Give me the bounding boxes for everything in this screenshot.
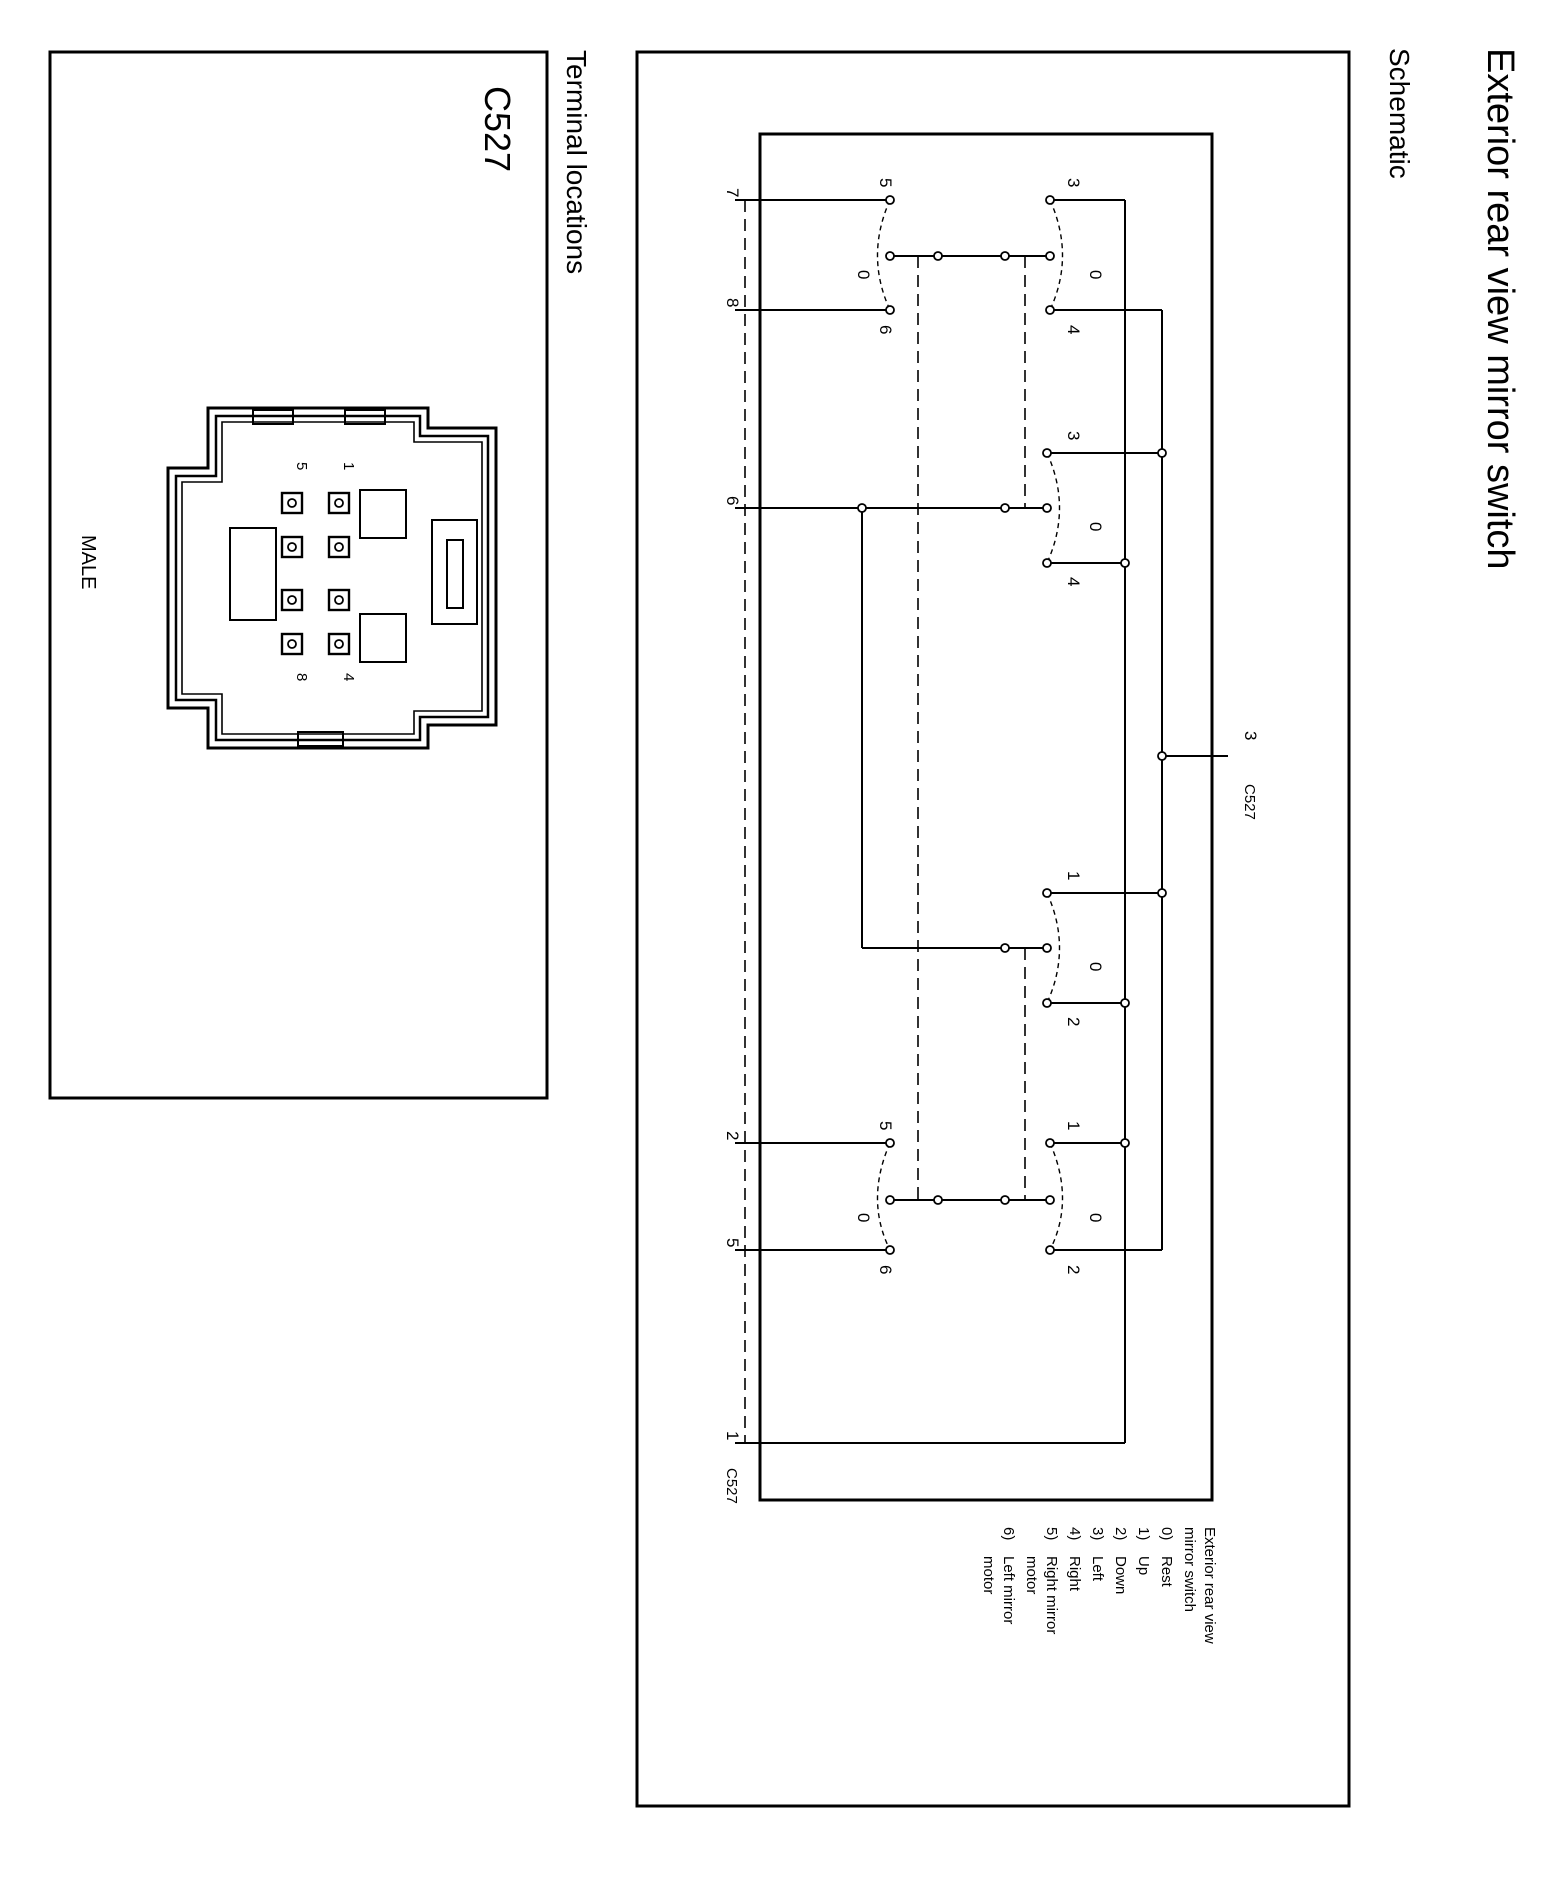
pin-7-label: 7 <box>723 188 742 197</box>
switch-5-mid: 0 <box>1086 1213 1105 1222</box>
connector-label-top: C527 <box>1241 784 1258 820</box>
legend-text-2: Down <box>1112 1556 1129 1594</box>
switch-3-top: 3 <box>1064 431 1083 440</box>
pin-6-label: 6 <box>723 496 742 505</box>
legend-title-line2: mirror switch <box>1181 1527 1198 1612</box>
legend-title-line1: Exterior rear view <box>1201 1527 1218 1644</box>
cavity-label-1: 1 <box>340 462 357 470</box>
switch-1-mid: 0 <box>1086 270 1105 279</box>
legend-text-6: Left mirror <box>1000 1556 1017 1624</box>
legend: Exterior rear view mirror switch 0) Rest… <box>980 1527 1218 1644</box>
schematic-heading: Schematic <box>1384 48 1415 179</box>
terminal-panel-frame <box>48 50 549 1100</box>
connector-name: C527 <box>477 86 518 172</box>
supply-wiring <box>745 199 1228 1444</box>
legend-num-3: 3) <box>1089 1527 1106 1540</box>
switch-4-bot: 2 <box>1064 1017 1083 1026</box>
switch-4-mid: 0 <box>1086 962 1105 971</box>
connector-face-drawing <box>166 406 498 750</box>
switch-3-bot: 4 <box>1064 577 1083 586</box>
legend-num-2: 2) <box>1112 1527 1129 1540</box>
legend-num-1: 1) <box>1135 1527 1152 1540</box>
legend-text-5: Right mirror <box>1043 1556 1060 1634</box>
switch-up-down-left-right-a: 3 0 4 <box>1045 178 1105 334</box>
legend-num-4: 4) <box>1066 1527 1083 1540</box>
legend-num-5: 5) <box>1043 1527 1060 1540</box>
switch-3-mid: 0 <box>1086 522 1105 531</box>
switch-2-mid: 0 <box>854 270 873 279</box>
switch-motor-select-bottom: 5 0 6 <box>854 1121 895 1274</box>
connector-gender: MALE <box>77 535 99 589</box>
legend-cont-6: motor <box>980 1556 997 1594</box>
pin-cavities: 1 4 5 8 <box>280 462 357 681</box>
switch-motor-select-top: 5 0 6 <box>854 178 895 334</box>
pin-5-label: 5 <box>723 1238 742 1247</box>
switch-up-down-c: 1 0 2 <box>1042 871 1105 1026</box>
terminal-locations-panel: C527 MALE <box>48 50 549 1100</box>
pin-1-label: 1 <box>723 1431 742 1440</box>
switch-up-down-d: 1 0 2 <box>1045 1121 1105 1274</box>
switch-6-mid: 0 <box>854 1213 873 1222</box>
switch-1-bot: 4 <box>1064 325 1083 334</box>
connector-pin-labels: 3 C527 7 8 6 2 5 1 C527 <box>723 188 1260 1504</box>
switch-5-top: 1 <box>1064 1121 1083 1130</box>
legend-text-0: Rest <box>1158 1556 1175 1588</box>
switch-2-bot: 6 <box>876 325 895 334</box>
switch-2-top: 5 <box>876 178 895 187</box>
legend-text-1: Up <box>1135 1556 1152 1575</box>
switch-4-top: 1 <box>1064 871 1083 880</box>
schematic-panel: 3 0 4 5 0 6 3 0 4 1 0 <box>635 50 1351 1808</box>
page-title: Exterior rear view mirror switch <box>1479 48 1521 570</box>
legend-num-0: 0) <box>1158 1527 1175 1540</box>
legend-cont-5: motor <box>1023 1556 1040 1594</box>
pin-2-label: 2 <box>723 1131 742 1140</box>
switch-6-bot: 6 <box>876 1265 895 1274</box>
cavity-label-5: 5 <box>293 462 310 470</box>
schematic-panel-frame <box>635 50 1351 1808</box>
cavity-row-a <box>327 491 351 656</box>
connector-label-bottom: C527 <box>723 1468 740 1504</box>
switch-5-bot: 2 <box>1064 1265 1083 1274</box>
cavity-label-4: 4 <box>340 673 357 681</box>
switch-housing-outline <box>758 132 1214 1502</box>
cavity-label-8: 8 <box>293 673 310 681</box>
pin-8-label: 8 <box>723 298 742 307</box>
switch-6-top: 5 <box>876 1121 895 1130</box>
terminal-locations-heading: Terminal locations <box>561 50 592 274</box>
cavity-row-b <box>280 491 304 656</box>
pin-3-label: 3 <box>1241 731 1260 740</box>
legend-text-3: Left <box>1089 1556 1106 1582</box>
switch-left-right-b: 3 0 4 <box>1042 431 1105 586</box>
legend-text-4: Right <box>1066 1556 1083 1592</box>
legend-num-6: 6) <box>1000 1527 1017 1540</box>
switch-1-top: 3 <box>1064 178 1083 187</box>
switch-interconnect <box>744 199 1050 1443</box>
